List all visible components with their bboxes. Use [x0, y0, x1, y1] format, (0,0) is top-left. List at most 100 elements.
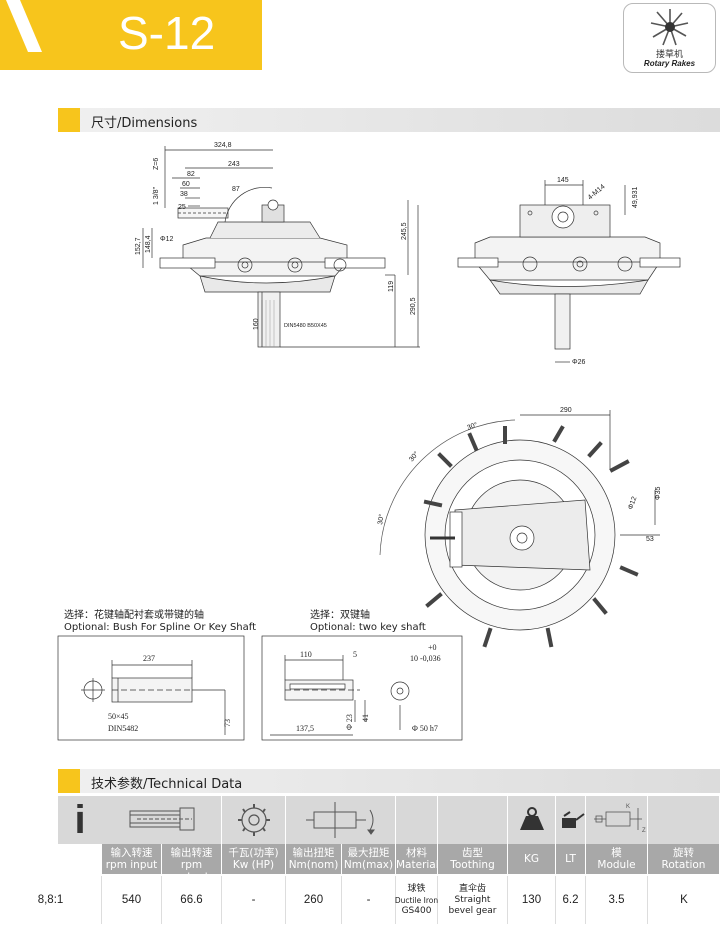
dim-label: Z=6	[153, 158, 160, 170]
dimensions-section-header: 尺寸/Dimensions	[58, 108, 720, 132]
weight-icon	[508, 796, 556, 844]
dim-label: 5	[353, 650, 357, 659]
header-slash-decoration	[6, 0, 42, 52]
dim-label: 82	[187, 171, 195, 178]
option2-drawing	[261, 635, 463, 741]
option2-title-cn: 选择：双键轴	[310, 608, 370, 621]
dim-label: 87	[232, 186, 240, 193]
dim-label: 30°	[407, 450, 420, 463]
dim-label: 290,5	[410, 297, 417, 315]
cell-lt: 6.2	[556, 876, 586, 924]
dim-label: Φ12	[627, 496, 638, 511]
option1-drawing	[57, 635, 245, 741]
dim-label: Φ 50 h7	[412, 724, 438, 733]
dimensions-section-title: 尺寸/Dimensions	[91, 116, 198, 131]
header-band	[0, 0, 262, 70]
dim-label: 160	[253, 318, 260, 330]
header-lt: LT	[556, 844, 586, 874]
cell-nm-nom: 260	[286, 876, 342, 924]
gear-module-icon: K Z	[586, 796, 648, 844]
technical-drawing: 324,8 243 82 60 38 25 87 Z=6 1 3/8" Φ12 …	[57, 142, 681, 741]
svg-text:K: K	[626, 804, 630, 810]
dim-label: 1 3/8"	[153, 186, 160, 205]
dim-label: DIN5482	[108, 724, 138, 733]
dim-label: 73	[223, 719, 232, 727]
cell-kg: 130	[508, 876, 556, 924]
cell-nm-max: -	[342, 876, 396, 924]
header-icon-blank	[648, 796, 720, 844]
dim-label: Φ35	[655, 487, 662, 500]
dim-label: 245,5	[401, 222, 408, 240]
dim-label: 110	[300, 650, 312, 659]
option2-title-en: Optional: two key shaft	[310, 622, 426, 633]
dim-label: 4-M14	[587, 183, 607, 201]
gear-icon	[222, 796, 286, 844]
dim-label: Φ 23	[345, 714, 354, 730]
dim-label: 25	[178, 204, 186, 211]
section-marker	[58, 108, 80, 132]
technical-section-title: 技术参数/Technical Data	[91, 777, 243, 792]
dim-label: 137,5	[296, 724, 314, 733]
side-view-drawing	[142, 146, 420, 348]
technical-section-header: 技术参数/Technical Data	[58, 769, 720, 793]
dim-label: 243	[228, 161, 240, 168]
dim-label: 41	[361, 714, 370, 722]
dim-label: 290	[560, 407, 572, 414]
rotary-rake-icon	[650, 9, 689, 46]
section-marker	[58, 769, 80, 793]
cell-module: 3.5	[586, 876, 648, 924]
logo-label-cn: 搂草机	[655, 50, 683, 60]
cell-rpm-output: 66.6	[162, 876, 222, 924]
cell-rotation: K	[648, 876, 720, 924]
cell-kw: -	[222, 876, 286, 924]
side-view-labels: 324,8 243 82 60 38 25 87 Z=6 1 3/8" Φ12 …	[135, 142, 417, 330]
front-view-drawing	[457, 180, 681, 363]
header-kg: KG	[508, 844, 556, 874]
dim-label: 60	[182, 181, 190, 188]
dim-label: 10 -0,036	[410, 654, 441, 663]
dim-label: 53	[646, 536, 654, 543]
logo-label-en: Rotary Rakes	[643, 59, 696, 68]
cell-ratio: 8,8:1	[0, 876, 102, 924]
top-view-drawing	[379, 410, 660, 648]
dim-label: 148,4	[145, 235, 152, 253]
dim-label: 152,7	[135, 237, 142, 255]
dim-label: Φ12	[160, 236, 173, 243]
page-title: S-12	[118, 7, 216, 59]
ratio-symbol: i	[58, 796, 102, 844]
dim-label: 38	[180, 191, 188, 198]
dim-label: 119	[388, 281, 395, 292]
dim-label: 237	[143, 654, 155, 663]
dim-label: DIN5480 B50X45	[284, 323, 327, 329]
option1-title-cn: 选择：花键轴配衬套或带键的轴	[64, 608, 204, 621]
spline-shaft-icon	[102, 796, 222, 844]
dim-label: 30°	[376, 513, 386, 525]
dim-label: 145	[557, 177, 569, 184]
dim-label: Φ26	[572, 359, 585, 366]
dim-label: 50×45	[108, 712, 129, 721]
header-icon-blank	[396, 796, 438, 844]
header-icon-blank	[438, 796, 508, 844]
svg-text:Z: Z	[642, 828, 646, 834]
header-kw: 千瓦(功率)Kw (HP)	[222, 844, 286, 874]
dim-label: 30°	[466, 421, 479, 432]
option1-title-en: Optional: Bush For Spline Or Key Shaft	[64, 622, 256, 633]
dim-label: 49,931	[632, 186, 639, 208]
oil-can-icon	[556, 796, 586, 844]
dim-label: 324,8	[214, 142, 232, 149]
torque-icon	[286, 796, 396, 844]
category-logo: 搂草机 Rotary Rakes	[623, 3, 716, 73]
cell-rpm-input: 540	[102, 876, 162, 924]
dim-label: +0	[428, 643, 437, 652]
